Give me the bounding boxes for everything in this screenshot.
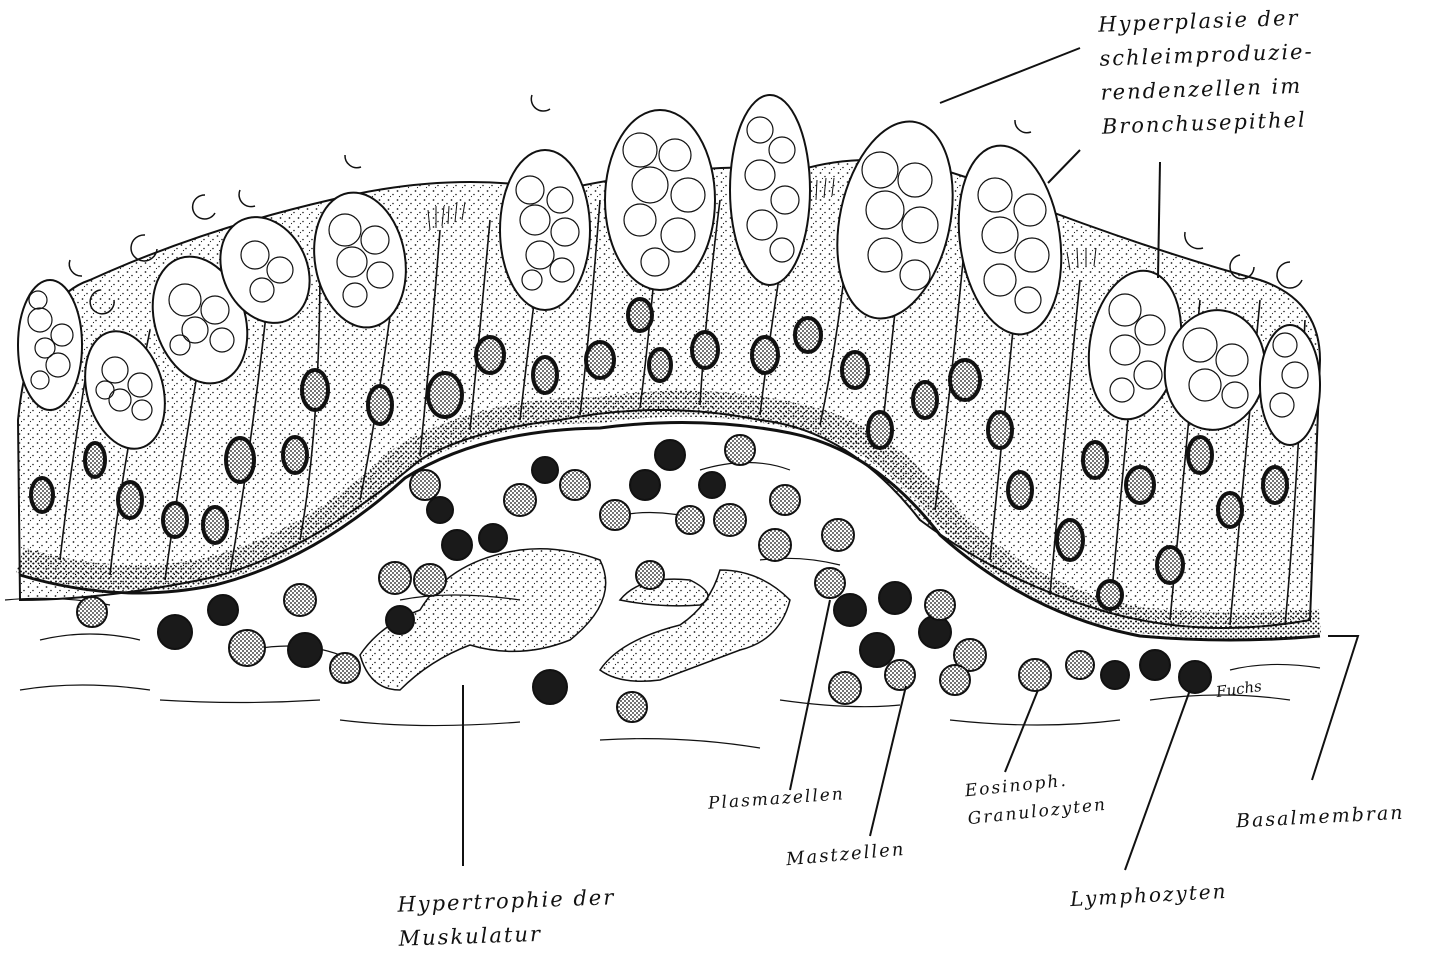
leader-line-lymphozyten [1125, 690, 1190, 870]
goblet-cell [500, 150, 590, 310]
label-hypertrophie: Hypertrophie der Muskulatur [397, 880, 617, 956]
goblet-cell [730, 95, 810, 285]
artist-signature: Fuchs [1214, 669, 1264, 709]
goblet-cell [18, 280, 82, 410]
label-hyperplasie: Hyperplasie der schleimproduzie- rendenz… [1098, 0, 1317, 143]
leader-line-eosinophile [1005, 690, 1038, 772]
leader-line-hyperplasie [1048, 150, 1080, 183]
leader-line-hyperplasie [940, 48, 1080, 103]
goblet-cell [1260, 325, 1320, 445]
leader-line-plasmazellen [790, 600, 830, 790]
leader-line-basalmembran [1312, 636, 1358, 780]
leader-line-mastzellen [870, 686, 906, 836]
